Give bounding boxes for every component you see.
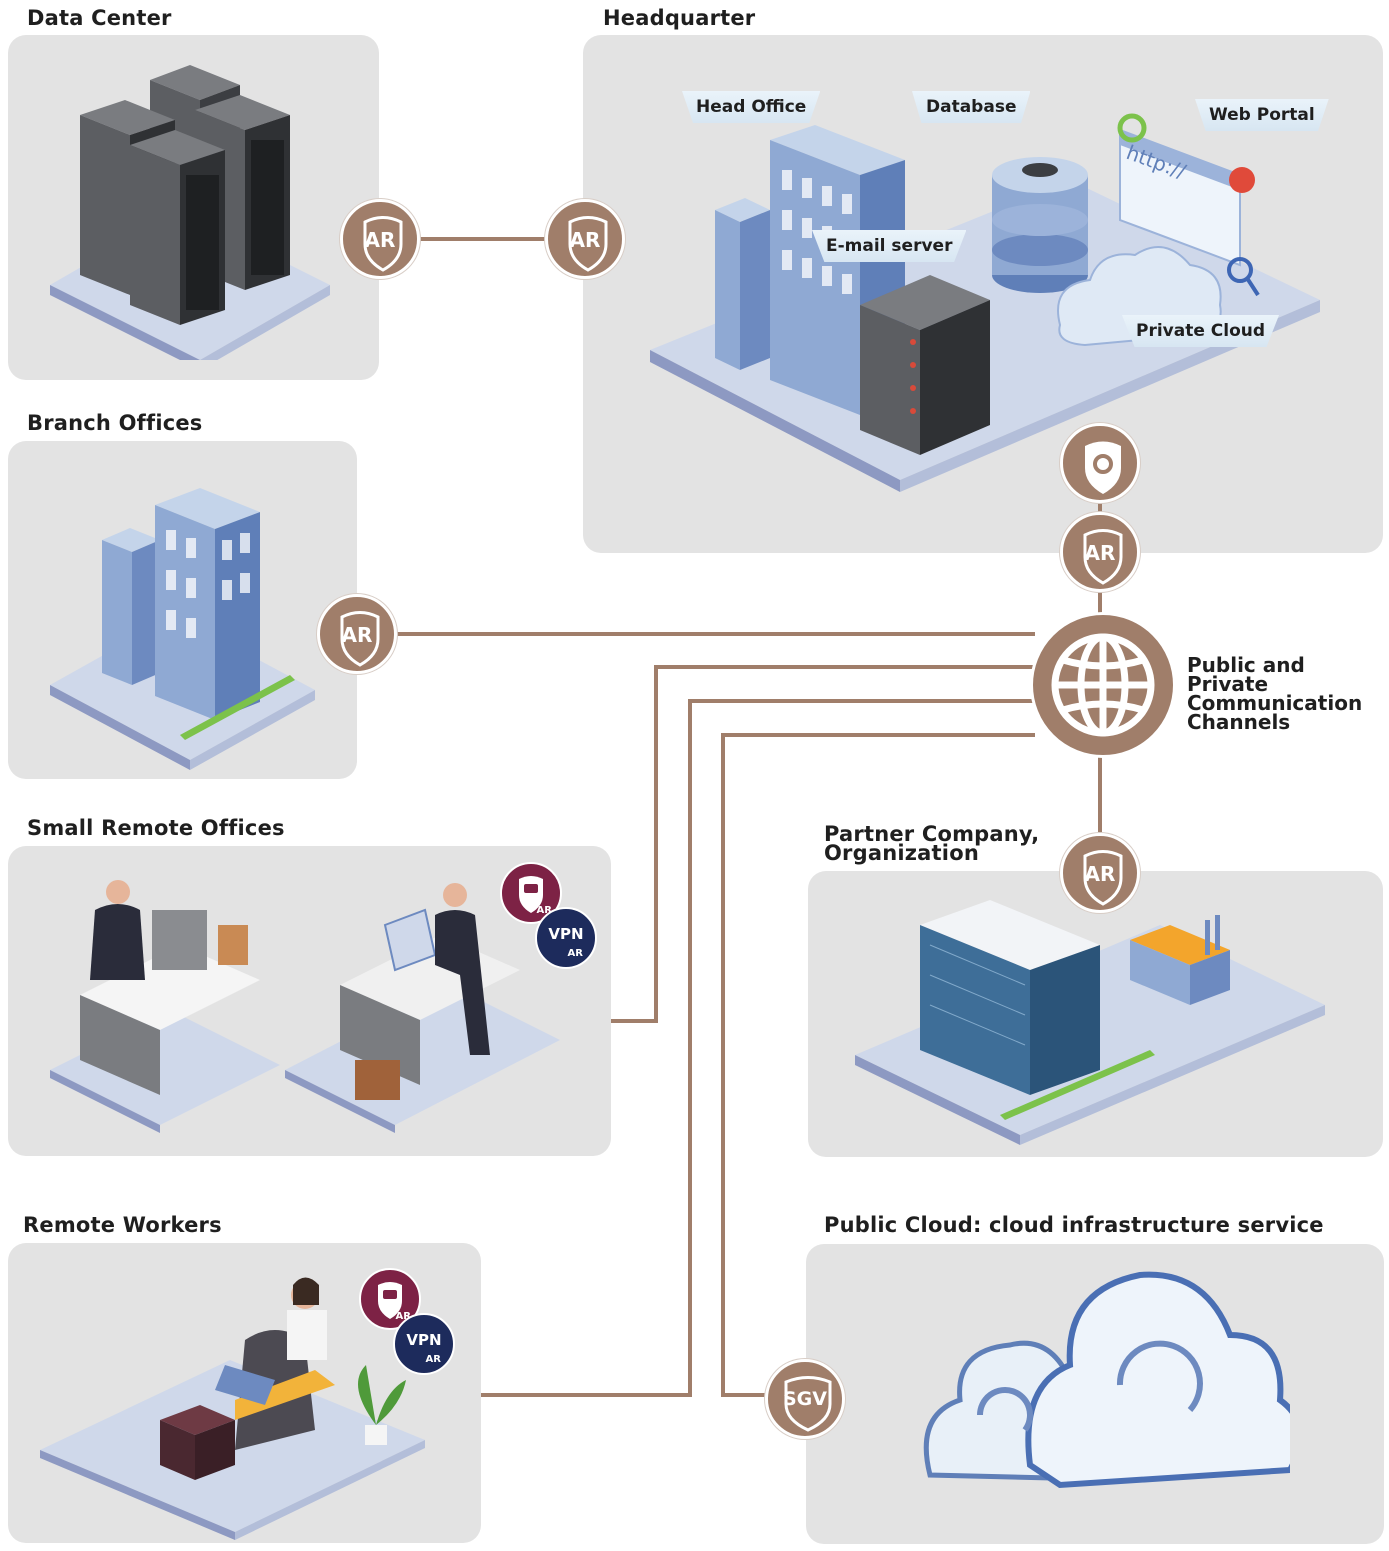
ar-badge-data-center: AR xyxy=(340,199,420,279)
ar-label: AR xyxy=(569,228,601,252)
small-remote-offices-illustration xyxy=(50,880,560,1133)
shield-icon xyxy=(784,1376,832,1432)
private-cloud-callout: Private Cloud xyxy=(1122,315,1280,347)
branch-offices-title: Branch Offices xyxy=(27,411,203,435)
remote-worker-illustration xyxy=(40,1277,425,1540)
vpn-ar-badge-small-offices: VPN AR xyxy=(535,907,597,969)
ar-badge-partner: AR xyxy=(1060,833,1140,913)
shield-icon xyxy=(340,611,380,667)
ar-label: AR xyxy=(425,1354,441,1365)
email-server-callout: E-mail server xyxy=(812,230,967,262)
globe-icon xyxy=(1051,633,1155,737)
ar-label: AR xyxy=(1084,541,1116,565)
gear-shield-badge xyxy=(1060,423,1140,503)
shield-icon xyxy=(1083,850,1123,906)
headquarter-title: Headquarter xyxy=(603,6,756,30)
remote-workers-title: Remote Workers xyxy=(23,1213,222,1237)
public-cloud-illustration xyxy=(923,1271,1290,1489)
chat-ar-badge-small-offices: AR xyxy=(500,862,562,924)
ar-label: AR xyxy=(364,228,396,252)
shield-icon xyxy=(568,216,608,272)
partner-title: Partner Company, Organization xyxy=(824,822,1040,865)
gear-shield-icon xyxy=(1085,441,1121,494)
ar-badge-headquarter-bottom: AR xyxy=(1060,512,1140,592)
ar-label: AR xyxy=(1084,862,1116,886)
vpn-label: VPN xyxy=(548,925,584,943)
web-portal-callout: Web Portal xyxy=(1195,99,1329,131)
data-center-title: Data Center xyxy=(27,6,172,30)
vpn-label: VPN xyxy=(406,1331,442,1349)
communication-channels-label: Public and Private Communication Channel… xyxy=(1187,653,1363,734)
ar-label: AR xyxy=(567,948,583,959)
shield-icon xyxy=(1083,529,1123,585)
chat-shield-icon xyxy=(519,876,543,913)
ar-label: AR xyxy=(536,905,552,916)
communication-hub-globe xyxy=(1030,612,1176,758)
partner-company-illustration xyxy=(855,900,1325,1145)
branch-office-building-illustration xyxy=(50,488,315,770)
headquarter-illustration: http:// xyxy=(650,113,1320,492)
database-callout: Database xyxy=(912,91,1031,123)
vpn-ar-badge-remote-workers: VPN AR xyxy=(393,1313,455,1375)
head-office-callout: Head Office xyxy=(682,91,821,123)
ar-badge-headquarter-left: AR xyxy=(545,199,625,279)
ar-label: AR xyxy=(341,623,373,647)
sgv-badge-public-cloud: SGV xyxy=(765,1359,845,1439)
shield-icon xyxy=(363,216,403,272)
data-center-servers-illustration xyxy=(50,65,330,360)
sgv-label: SGV xyxy=(783,1388,827,1410)
chat-shield-icon xyxy=(378,1282,402,1319)
ar-label: AR xyxy=(395,1311,411,1322)
chat-ar-badge-remote-workers: AR xyxy=(359,1268,421,1330)
small-remote-offices-title: Small Remote Offices xyxy=(27,816,285,840)
ar-badge-branch-offices: AR xyxy=(317,594,397,674)
public-cloud-title: Public Cloud: cloud infrastructure servi… xyxy=(824,1213,1324,1237)
